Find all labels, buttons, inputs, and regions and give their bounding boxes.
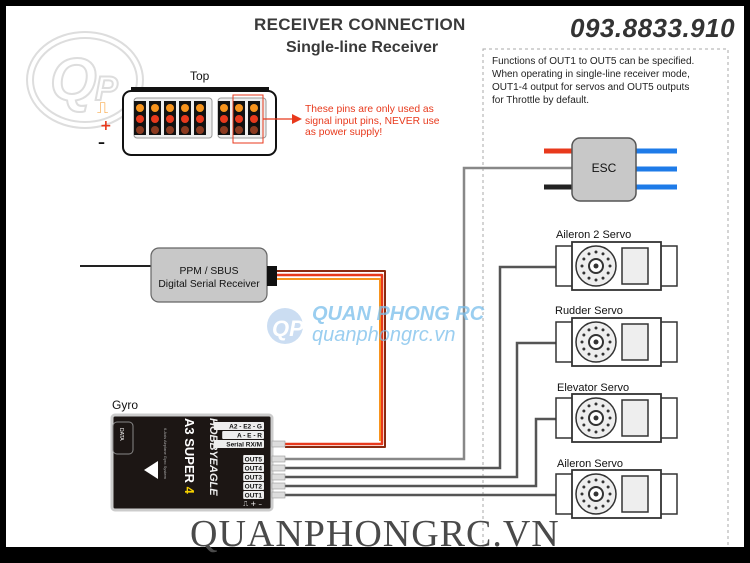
servo-icon (555, 241, 678, 291)
receiver-label: PPM / SBUS Digital Serial Receiver (151, 265, 267, 291)
signal-pin-icon: ⎍ (97, 98, 108, 117)
gyro-model-number: 4 (182, 487, 197, 495)
port-label: Serial RX/M (226, 442, 262, 449)
watermark-logo-icon: QP (267, 308, 304, 344)
pin (196, 115, 204, 123)
pin-warning: These pins are only used as signal input… (305, 104, 440, 139)
port-label: OUT1 (245, 493, 263, 500)
note-line: OUT1-4 output for servos and OUT5 output… (492, 82, 690, 93)
pin (250, 104, 258, 112)
warning-line: signal input pins, NEVER use (305, 115, 440, 127)
port-connector (271, 473, 286, 481)
top-view-label: Top (190, 69, 210, 83)
direction-arrow-icon (144, 461, 158, 479)
esc-label: ESC (591, 161, 617, 175)
gyro-tagline: 6-Axis Airplane Gyro System (163, 428, 168, 480)
servo-label-aileron: Aileron Servo (557, 458, 624, 470)
pin (166, 115, 174, 123)
watermark-site: quanphongrc.vn (312, 324, 456, 346)
servo-label-elevator: Elevator Servo (557, 382, 630, 394)
top-view-connector (122, 87, 302, 156)
plus-pin-icon: + (100, 118, 112, 134)
pin (196, 126, 204, 134)
port-connector (271, 491, 286, 499)
pin (235, 115, 243, 123)
port-label-bg (243, 455, 264, 463)
servo-icon (555, 317, 678, 367)
pin (220, 126, 228, 134)
port-label-bg (213, 440, 264, 448)
qp-logo-icon: Q P (26, 31, 144, 129)
servo-icon (555, 469, 678, 519)
receiver-wire (277, 270, 386, 448)
servo-icon (555, 393, 678, 443)
receiver-line: PPM / SBUS (179, 266, 239, 277)
receiver-line: Digital Serial Receiver (158, 279, 260, 290)
note-line: When operating in single-line receiver m… (492, 69, 690, 80)
pin (181, 104, 189, 112)
port-label: OUT3 (245, 475, 263, 482)
pin (235, 126, 243, 134)
port-connector (271, 482, 286, 490)
gyro-body: A2 - E2 - G A - E - R Serial RX/M OUT5OUT4O… (110, 413, 286, 512)
pin (196, 104, 204, 112)
port-connector (271, 455, 286, 463)
page-subtitle: Single-line Receiver (286, 39, 439, 56)
gyro-model: A3 SUPER 4 (182, 418, 197, 495)
port-label: OUT2 (245, 484, 263, 491)
pin (151, 104, 159, 112)
data-port-label: DATA (118, 428, 124, 441)
pin (136, 115, 144, 123)
minus-pin-icon: – (98, 135, 105, 151)
port-connector (271, 440, 286, 448)
port-connector (271, 464, 286, 472)
port-label: A - E - R (237, 433, 262, 440)
pin (250, 126, 258, 134)
pin (235, 104, 243, 112)
pin (151, 115, 159, 123)
pin (181, 115, 189, 123)
pin (220, 104, 228, 112)
pin (250, 115, 258, 123)
gyro-label: Gyro (112, 398, 139, 412)
pin (151, 126, 159, 134)
esc-box (544, 137, 677, 202)
wiring-diagram: Q P ⎍ + – (26, 31, 729, 547)
pin (220, 115, 228, 123)
svg-text:QP: QP (272, 316, 304, 341)
output-wires (285, 166, 572, 497)
svg-text:Q: Q (50, 46, 97, 113)
footer-site: QUANPHONGRC.VN (190, 513, 560, 555)
port-label-bg (243, 464, 264, 472)
port-label-bg (213, 422, 264, 430)
pin (181, 126, 189, 134)
note-line: Functions of OUT1 to OUT5 can be specifi… (492, 56, 695, 67)
note-box (482, 48, 729, 547)
servo-label-rudder: Rudder Servo (555, 305, 623, 317)
watermark-brand: QUAN PHONG RC (312, 303, 485, 325)
warning-line: These pins are only used as (305, 104, 434, 115)
port-label-bg (243, 482, 264, 490)
note-line: for Throttle by default. (492, 95, 590, 106)
gyro-brand: HOBBYEAGLE (207, 418, 219, 496)
page-title: RECEIVER CONNECTION (254, 15, 466, 34)
port-label: A2 - E2 - G (229, 424, 262, 431)
port-label-bg (243, 491, 264, 499)
port-label: OUT5 (245, 457, 263, 464)
pin (166, 126, 174, 134)
servo-label-aileron-2: Aileron 2 Servo (556, 229, 632, 241)
note-text: Functions of OUT1 to OUT5 can be specifi… (492, 55, 750, 107)
pin (136, 104, 144, 112)
pin-marks: ⎍ + – (243, 500, 262, 508)
diagram-canvas: Q P ⎍ + – (6, 6, 744, 555)
phone-number: 093.8833.910 (570, 13, 736, 43)
pin (166, 104, 174, 112)
pin (136, 126, 144, 134)
warning-line: as power supply! (305, 127, 383, 138)
port-label: OUT4 (245, 466, 263, 473)
port-label-bg (243, 473, 264, 481)
port-label-bg (222, 431, 264, 439)
svg-text:P: P (95, 70, 118, 108)
